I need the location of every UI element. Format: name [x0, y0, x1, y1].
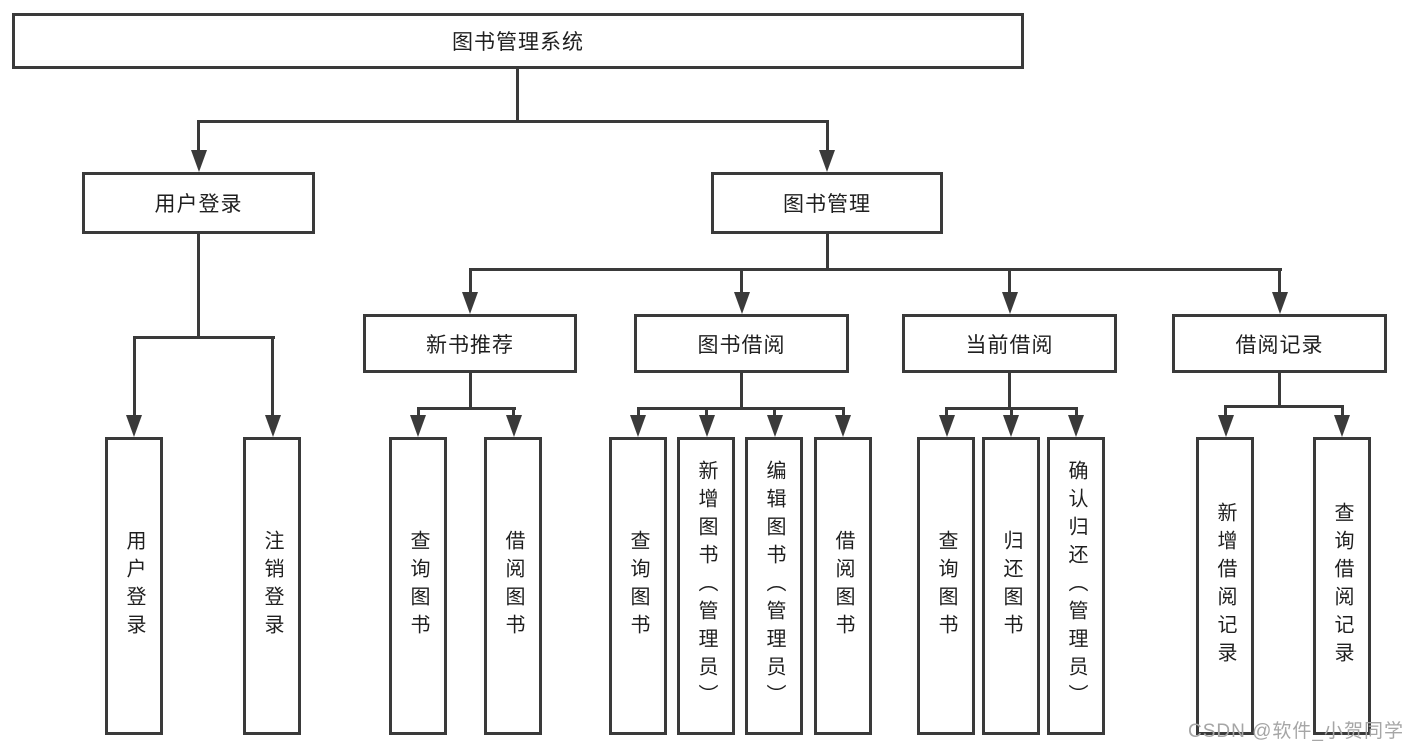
connector-drop-current-borrow — [1008, 268, 1011, 296]
node-user-login: 用户登录 — [82, 172, 315, 234]
connector-drop-leaf-logout — [271, 336, 274, 417]
connector-drop-borrow-records — [1278, 268, 1281, 296]
node-borrow-records: 借阅记录 — [1172, 314, 1387, 373]
arrowhead-leaf-logout — [264, 415, 281, 437]
arrowhead-new-book — [462, 292, 478, 314]
arrowhead-bb-query — [630, 415, 646, 437]
connector-drop-leaf-login — [132, 336, 136, 417]
arrowhead-bb-edit — [766, 415, 783, 437]
arrowhead-br-add — [1217, 415, 1234, 437]
node-root-label: 图书管理系统 — [452, 31, 584, 54]
leaf-borrow-borrow-books: 借阅图书 — [814, 437, 872, 735]
leaf-borrow-add-books-admin-label: 新增图书（管理员） — [695, 460, 717, 712]
connector-drop-cb-confirm — [1074, 407, 1078, 419]
arrowhead-user-login — [190, 150, 207, 172]
leaf-borrow-edit-books-admin: 编辑图书（管理员） — [745, 437, 803, 735]
leaf-borrow-borrow-books-label: 借阅图书 — [832, 530, 854, 642]
connector-borrow-records-stub — [1278, 373, 1281, 408]
connector-new-book-spread — [416, 407, 516, 410]
node-book-borrow: 图书借阅 — [634, 314, 849, 373]
connector-drop-cb-return — [1009, 407, 1013, 419]
node-new-book-rec-label: 新书推荐 — [426, 333, 514, 357]
arrowhead-bb-add — [698, 415, 715, 437]
arrowhead-br-query — [1334, 415, 1350, 437]
arrowhead-leaf-login — [126, 415, 142, 437]
connector-user-login-stub — [197, 234, 200, 339]
arrowhead-nb-query — [410, 415, 426, 437]
leaf-records-query-record-label: 查询借阅记录 — [1331, 502, 1353, 670]
node-user-login-label: 用户登录 — [154, 193, 243, 216]
connector-book-borrow-stub — [740, 373, 743, 410]
connector-drop-br-query — [1340, 405, 1344, 419]
arrowhead-current-borrow — [1001, 292, 1018, 314]
arrowhead-bb-borrow — [835, 415, 851, 437]
connector-drop-br-add — [1224, 405, 1227, 419]
leaf-current-query-books: 查询图书 — [917, 437, 975, 735]
connector-user-login-spread — [132, 336, 275, 339]
watermark: CSDN @软件_小贺同学 — [1188, 721, 1404, 742]
leaf-records-add-record-label: 新增借阅记录 — [1214, 502, 1236, 670]
arrowhead-cb-query — [938, 415, 955, 437]
arrowhead-cb-return — [1003, 415, 1019, 437]
connector-borrow-records-spread — [1224, 405, 1344, 408]
connector-new-book-stub — [468, 373, 472, 410]
leaf-current-return-books: 归还图书 — [982, 437, 1040, 735]
connector-drop-user-login — [197, 120, 200, 153]
leaf-borrow-add-books-admin: 新增图书（管理员） — [677, 437, 735, 735]
leaf-current-confirm-return-admin: 确认归还（管理员） — [1047, 437, 1105, 735]
leaf-borrow-query-books-label: 查询图书 — [627, 530, 649, 642]
node-book-mgmt: 图书管理 — [711, 172, 943, 234]
arrowhead-book-borrow — [733, 292, 750, 314]
leaf-newbook-query-books-label: 查询图书 — [407, 530, 429, 642]
connector-current-borrow-stub — [1008, 373, 1011, 410]
leaf-current-confirm-return-admin-label: 确认归还（管理员） — [1065, 460, 1087, 712]
arrowhead-nb-borrow — [505, 415, 522, 437]
connector-drop-nb-query — [416, 407, 420, 419]
node-current-borrow: 当前借阅 — [902, 314, 1117, 373]
connector-drop-bb-borrow — [841, 407, 845, 419]
arrowhead-book-mgmt — [819, 150, 835, 172]
leaf-logout: 注销登录 — [243, 437, 301, 735]
leaf-records-query-record: 查询借阅记录 — [1313, 437, 1371, 735]
leaf-newbook-query-books: 查询图书 — [389, 437, 447, 735]
node-root: 图书管理系统 — [12, 13, 1024, 69]
connector-root-stub — [516, 69, 519, 121]
arrowhead-cb-confirm — [1068, 415, 1084, 437]
leaf-borrow-query-books: 查询图书 — [609, 437, 667, 735]
node-book-mgmt-label: 图书管理 — [783, 193, 871, 216]
leaf-current-query-books-label: 查询图书 — [935, 530, 957, 642]
leaf-borrow-edit-books-admin-label: 编辑图书（管理员） — [763, 460, 785, 712]
connector-drop-bb-edit — [773, 407, 776, 419]
node-book-borrow-label: 图书借阅 — [697, 333, 786, 357]
connector-drop-book-mgmt — [825, 120, 829, 153]
connector-drop-bb-query — [636, 407, 640, 419]
leaf-newbook-borrow-books: 借阅图书 — [484, 437, 542, 735]
node-borrow-records-label: 借阅记录 — [1235, 333, 1324, 357]
leaf-records-add-record: 新增借阅记录 — [1196, 437, 1254, 735]
connector-drop-book-borrow — [740, 268, 743, 296]
arrowhead-borrow-records — [1271, 292, 1288, 314]
leaf-user-login-label: 用户登录 — [123, 530, 145, 642]
connector-book-borrow-spread — [636, 407, 845, 410]
leaf-user-login: 用户登录 — [105, 437, 163, 735]
node-current-borrow-label: 当前借阅 — [965, 333, 1054, 357]
leaf-newbook-borrow-books-label: 借阅图书 — [502, 530, 524, 642]
connector-drop-nb-borrow — [512, 407, 515, 419]
connector-drop-bb-add — [705, 407, 708, 419]
leaf-logout-label: 注销登录 — [261, 530, 283, 642]
connector-root-spread — [197, 120, 829, 123]
connector-drop-cb-query — [945, 407, 948, 419]
connector-book-mgmt-stub — [825, 234, 829, 271]
connector-drop-new-book — [468, 268, 472, 296]
node-new-book-rec: 新书推荐 — [363, 314, 577, 373]
leaf-current-return-books-label: 归还图书 — [1000, 530, 1022, 642]
connector-book-mgmt-spread — [468, 268, 1282, 271]
